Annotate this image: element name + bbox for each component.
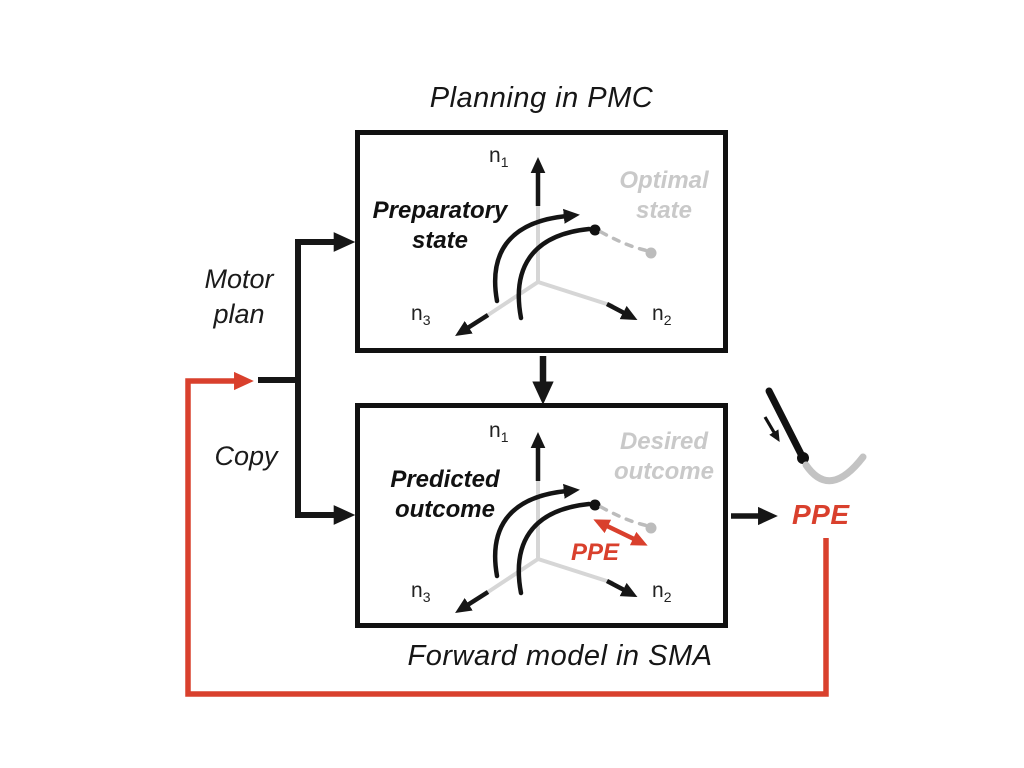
axis-n2-arrow [605, 302, 638, 321]
ppe-error-double-arrow [593, 519, 648, 546]
desired-outcome-label: Desired outcome [613, 428, 714, 485]
motor-plan-label: Motor plan [165, 262, 313, 332]
swinging-limb-trajectory-icon [763, 387, 867, 485]
axis-n1-label: n1 [489, 144, 509, 171]
path-to-optimal-dashed [599, 230, 651, 253]
pmc-state-space-plot [455, 157, 657, 336]
axis-n3-label: n3 [411, 302, 431, 329]
copy-label: Copy [214, 441, 278, 471]
axis-n2-label: n2 [652, 302, 672, 329]
sma-section-title: Forward model in SMA [407, 640, 713, 672]
trajectory-arc-inner [516, 501, 592, 596]
sma-box: n1 n3 n2 Predicted outcome Desired outco… [355, 403, 728, 628]
optimal-state-dot [645, 247, 657, 259]
sma-box-canvas: n1 n3 n2 Predicted outcome Desired outco… [355, 403, 728, 628]
motor-plan-line2: plan [213, 299, 265, 330]
sma-state-space-plot [455, 432, 657, 613]
desired-outcome-dot [645, 522, 657, 534]
trajectory-arc-outer [492, 483, 580, 579]
axis-n3-label: n3 [411, 579, 431, 606]
limb-motion-arrow [763, 416, 780, 442]
ppe-error-label: PPE [570, 539, 620, 566]
trajectory-arc-inner [516, 226, 592, 321]
ppe-output-label: PPE [792, 499, 850, 530]
axis-n2-arrow [605, 579, 638, 598]
axis-n3-arrow [455, 590, 490, 613]
axis-n3-arrow [455, 313, 490, 336]
axis-n3-shaft [483, 557, 540, 596]
trajectory-arc-outer [492, 208, 580, 304]
pmc-box: n1 n3 n2 Preparatory state Optimal state [355, 130, 728, 353]
axis-n1-label: n1 [489, 419, 509, 446]
axis-n2-shaft [537, 557, 614, 585]
limb-segment-line [765, 387, 807, 462]
limb-endpoint-dot [797, 452, 809, 464]
axis-n2-label: n2 [652, 579, 672, 606]
swing-arc-path [802, 453, 867, 485]
preparatory-state-dot [589, 224, 601, 236]
pmc-section-title: Planning in PMC [429, 82, 654, 114]
motor-plan-line1: Motor [204, 264, 274, 294]
predicted-outcome-dot [589, 499, 601, 511]
axis-n2-shaft [537, 280, 614, 308]
optimal-state-label: Optimal state [619, 167, 709, 224]
pmc-box-canvas: n1 n3 n2 Preparatory state Optimal state [355, 130, 728, 353]
path-to-desired-dashed [599, 505, 651, 528]
preparatory-state-label: Preparatory state [372, 197, 508, 254]
axis-n3-shaft [483, 280, 540, 319]
predicted-outcome-label: Predicted outcome [390, 466, 500, 523]
